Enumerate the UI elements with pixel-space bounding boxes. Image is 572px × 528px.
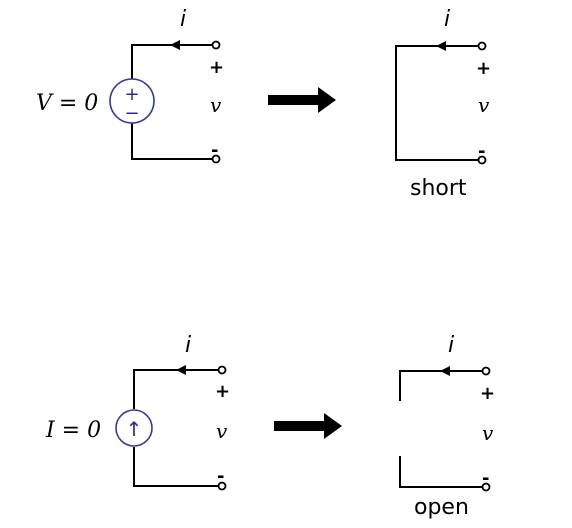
terminal-minus-sign: -: [217, 466, 224, 487]
short-terminal-plus-sign: +: [476, 58, 491, 79]
open-voltage-label: v: [482, 421, 494, 445]
voltage-source-plus: +: [124, 84, 139, 105]
terminal-minus-sign: -: [211, 140, 218, 161]
transform-arrow-icon: [268, 87, 336, 113]
current-arrow-icon: [176, 365, 186, 375]
short-voltage-label: v: [478, 93, 490, 117]
open-bottom-wire: [399, 456, 486, 488]
open-top-wire: [399, 370, 486, 401]
bottom-wire: [133, 447, 222, 487]
voltage-source-label: V = 0: [36, 91, 98, 116]
voltage-source-icon: [109, 78, 155, 124]
short-terminal-minus-sign: -: [478, 141, 485, 162]
terminal-plus-icon: [217, 365, 227, 375]
open-terminal-plus-icon: [481, 366, 491, 376]
current-arrow-icon: [170, 40, 180, 50]
short-current-arrow-icon: [436, 41, 446, 51]
voltage-label: v: [210, 93, 222, 117]
short-terminal-minus-icon: [477, 155, 487, 165]
terminal-plus-sign: +: [209, 57, 224, 78]
short-circuit: i + v - short: [395, 7, 491, 201]
terminal-minus-icon: [217, 481, 227, 491]
open-circuit: i + v - open: [399, 333, 495, 520]
terminal-minus-icon: [211, 154, 221, 164]
terminal-plus-icon: [211, 40, 221, 50]
bottom-wire: [131, 123, 216, 160]
voltage-label: v: [216, 419, 228, 443]
current-source-arrow: ↑: [126, 417, 143, 441]
short-terminal-plus-icon: [477, 41, 487, 51]
current-source-label: I = 0: [45, 418, 101, 443]
short-current-label: i: [444, 7, 450, 32]
open-terminal-minus-icon: [481, 482, 491, 492]
top-wire: [133, 369, 222, 409]
voltage-source-circuit: V = 0 + − i + v -: [36, 7, 224, 164]
voltage-source-minus: −: [124, 103, 139, 124]
open-terminal-minus-sign: -: [482, 468, 489, 489]
top-wire: [131, 44, 216, 79]
current-label: i: [180, 7, 186, 32]
short-wire: [395, 45, 482, 161]
current-label: i: [185, 333, 191, 358]
open-terminal-plus-sign: +: [480, 383, 495, 404]
current-source-icon: [115, 409, 153, 447]
open-current-arrow-icon: [440, 366, 450, 376]
short-caption: short: [410, 176, 467, 201]
open-caption: open: [414, 495, 469, 520]
open-current-label: i: [448, 333, 454, 358]
terminal-plus-sign: +: [215, 381, 230, 402]
current-source-circuit: I = 0 ↑ i + v -: [45, 333, 230, 491]
transform-arrow-icon: [274, 413, 342, 439]
